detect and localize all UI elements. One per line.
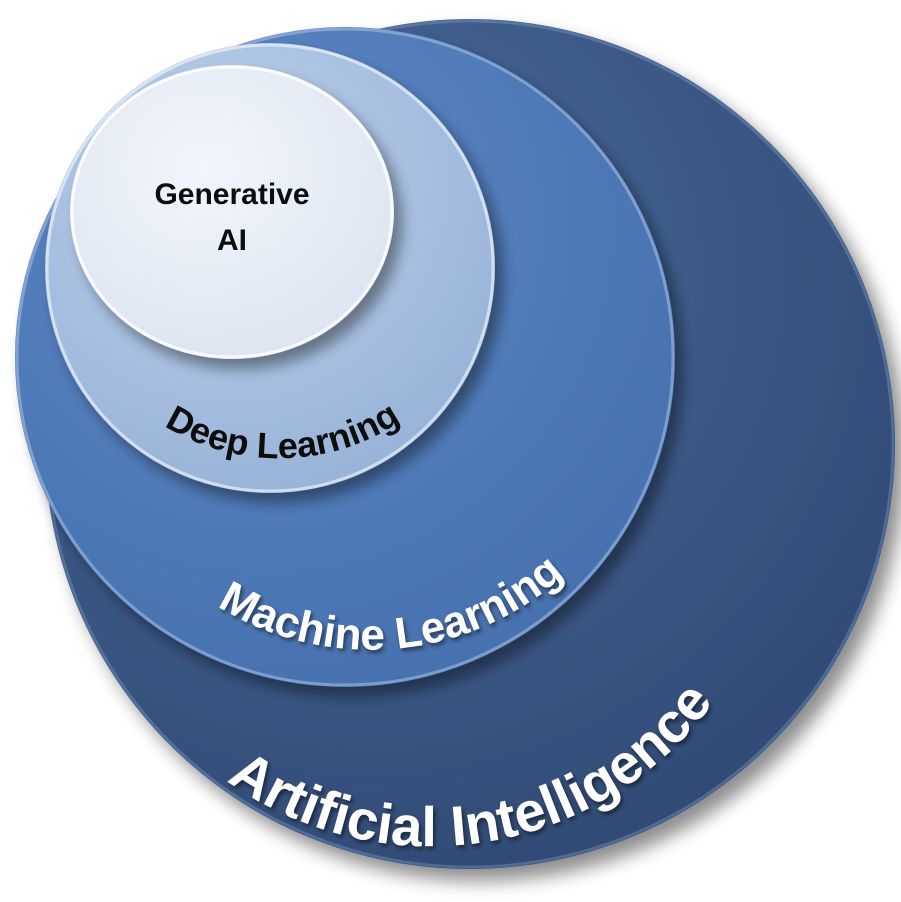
gen-ai-circle-highlight bbox=[70, 65, 394, 359]
ml-circle-highlight bbox=[15, 27, 675, 687]
gen-ai-circle bbox=[70, 65, 394, 359]
dl-circle-highlight bbox=[45, 43, 495, 493]
gen-ai-label-line2: AI bbox=[217, 224, 247, 257]
gen-ai-label-line1: Generative bbox=[154, 178, 309, 211]
